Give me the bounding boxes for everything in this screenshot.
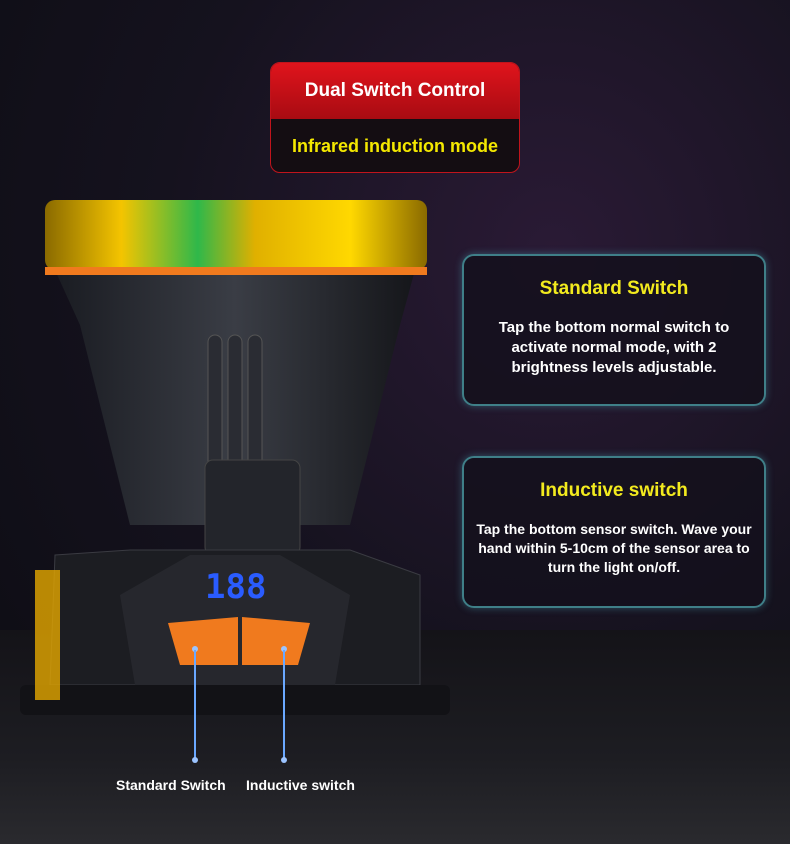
- pointer-dot: [281, 646, 287, 652]
- card-title: Standard Switch: [539, 278, 689, 299]
- led-display: 188: [205, 567, 266, 607]
- inductive-switch-card: Inductive switch Tap the bottom sensor s…: [462, 456, 766, 608]
- standard-switch-label: Standard Switch: [116, 777, 226, 793]
- card-title: Inductive switch: [540, 480, 688, 501]
- title: Dual Switch Control: [271, 63, 519, 119]
- pointer-dot: [192, 646, 198, 652]
- card-text: Tap the bottom normal switch to activate…: [498, 319, 730, 376]
- title-box: Dual Switch Control Infrared induction m…: [270, 62, 520, 173]
- standard-switch-card: Standard Switch Tap the bottom normal sw…: [462, 254, 766, 406]
- card-text: Tap the bottom sensor switch. Wave your …: [476, 521, 752, 575]
- pointer-line: [283, 650, 285, 760]
- subtitle: Infrared induction mode: [291, 136, 498, 156]
- pointer-dot: [192, 757, 198, 763]
- headlamp-image: 188: [20, 200, 450, 715]
- pointer-dot: [281, 757, 287, 763]
- pointer-line: [194, 650, 196, 760]
- inductive-switch-label: Inductive switch: [246, 777, 355, 793]
- standard-switch-button: [168, 617, 238, 665]
- inductive-switch-button: [242, 617, 310, 665]
